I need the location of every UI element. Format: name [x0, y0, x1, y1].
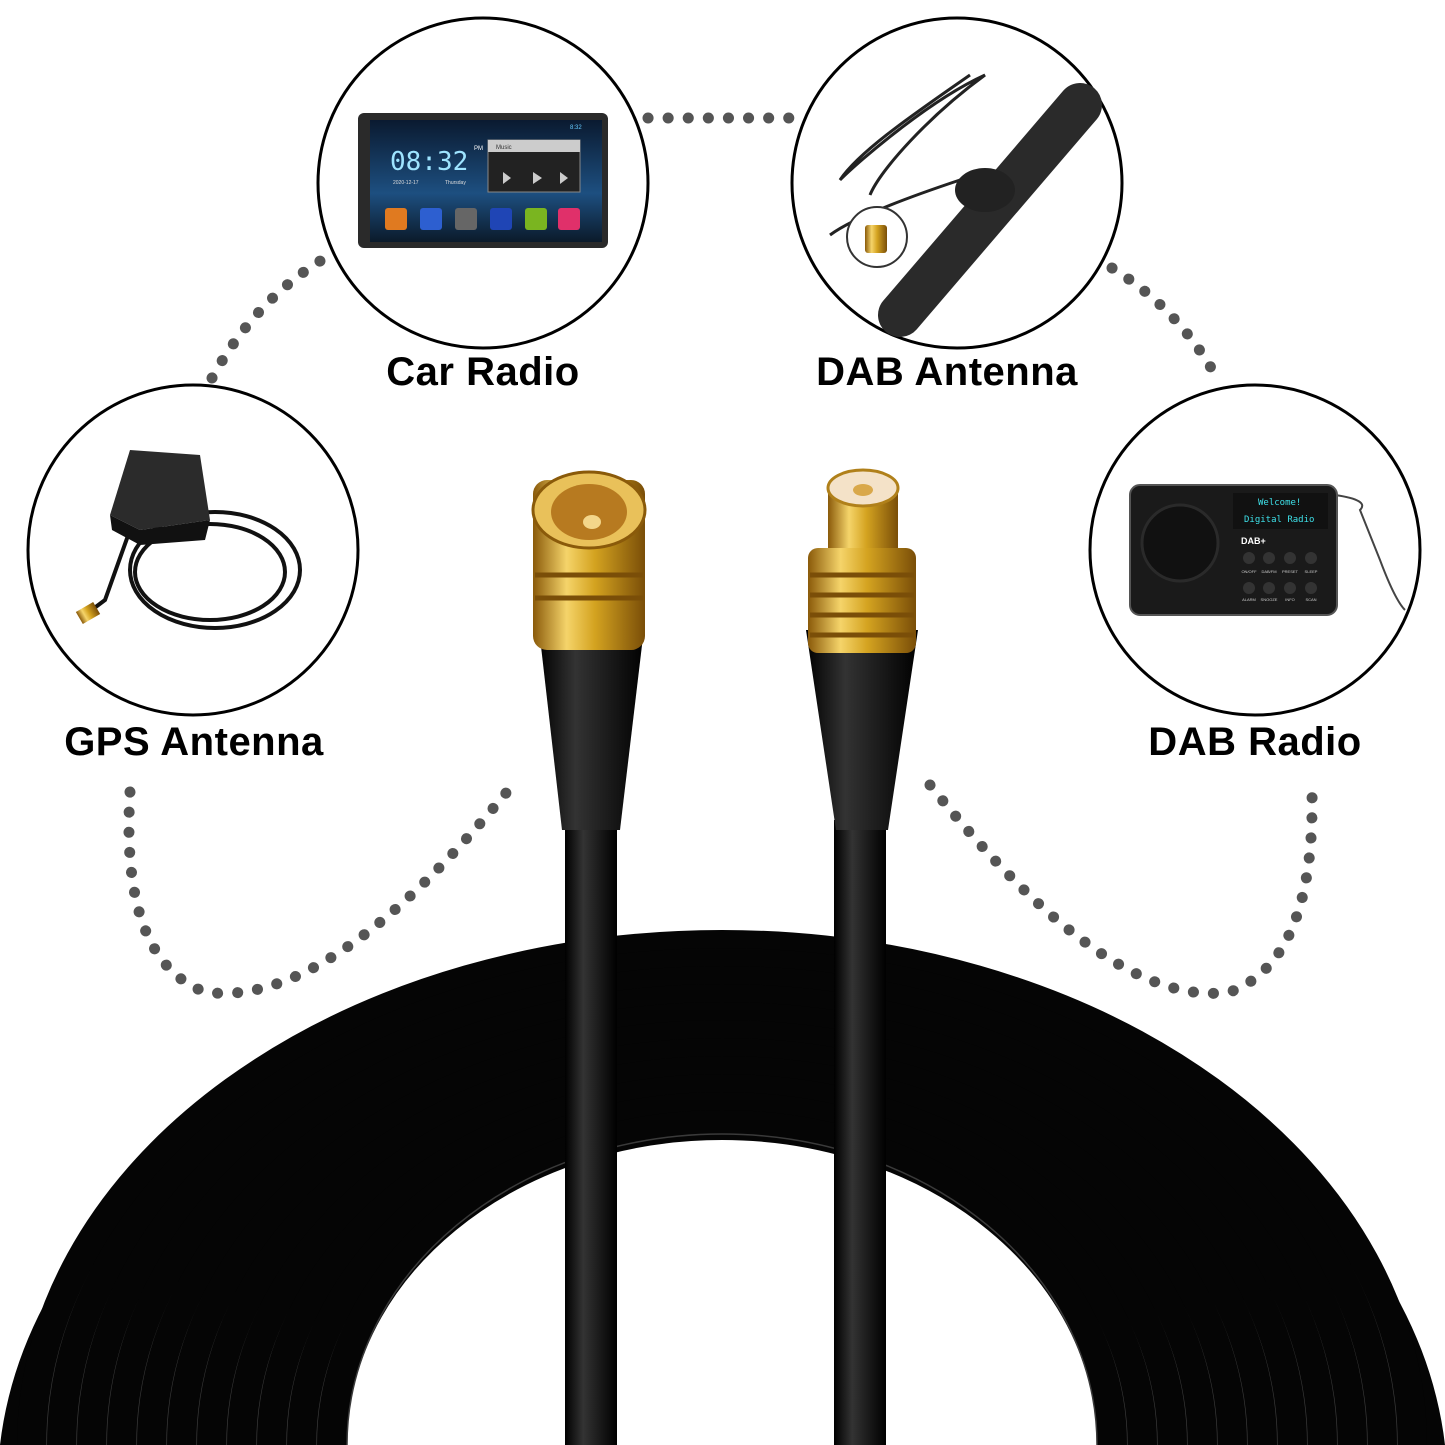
dotted-connectors	[123, 112, 1318, 999]
label-dab-radio: DAB Radio	[1148, 720, 1362, 764]
bluetooth-app-icon	[490, 208, 512, 230]
btn-label: SCAN	[1305, 597, 1316, 602]
gps-antenna-device	[75, 450, 302, 630]
cable-loop	[107, 984, 1337, 1445]
right-cable	[834, 820, 886, 1445]
cable-loop	[197, 1038, 1247, 1445]
smb-female-connector	[531, 470, 647, 830]
cable-loop	[47, 948, 1397, 1445]
cable-loop	[257, 1074, 1187, 1445]
dab-logo: DAB+	[1241, 536, 1266, 546]
cable-loop	[137, 1002, 1307, 1445]
btn-label: DAB/FM	[1261, 569, 1276, 574]
btn-label: ON/OFF	[1241, 569, 1257, 574]
cable-loop	[167, 1020, 1277, 1445]
date: 2020-12-17	[393, 180, 419, 186]
music-app-icon	[558, 208, 580, 230]
gps-antenna-circle	[26, 383, 360, 717]
label-car-radio: Car Radio	[386, 350, 580, 394]
label-gps-antenna: GPS Antenna	[64, 720, 324, 764]
btn-label: SNOOZE	[1261, 597, 1278, 602]
display-line1: Welcome!	[1258, 498, 1301, 508]
car-radio-device: Music 08:32 PM 8:32 2020-12-17 Thursday	[358, 113, 608, 248]
clock: 08:32	[390, 147, 468, 177]
dab-antenna-device	[829, 73, 1102, 337]
btn-label: SLEEP	[1305, 569, 1318, 574]
smb-male-connector	[806, 468, 918, 830]
cable-loop	[17, 930, 1427, 1445]
left-cable	[565, 820, 617, 1445]
cable-loop-edge	[346, 1133, 1098, 1445]
phone-app-icon	[420, 208, 442, 230]
nav-app-icon	[385, 208, 407, 230]
cable-loop	[287, 1092, 1157, 1445]
cable-loop	[317, 1110, 1127, 1445]
display-line2: Digital Radio	[1244, 515, 1314, 525]
cable-loop	[77, 966, 1367, 1445]
cable-loop	[227, 1056, 1217, 1445]
ampm: PM	[474, 146, 483, 152]
day: Thursday	[445, 180, 466, 186]
dab-radio-device: Welcome! Digital Radio DAB+ ON/OFF DAB/F…	[1129, 484, 1406, 616]
status-time: 8:32	[570, 125, 582, 131]
cable-coil	[0, 930, 1445, 1445]
label-dab-antenna: DAB Antenna	[816, 350, 1078, 394]
btn-label: ALARM	[1242, 597, 1256, 602]
apps-icon	[455, 208, 477, 230]
radio-app-icon	[525, 208, 547, 230]
music-label: Music	[496, 145, 512, 151]
btn-label: PRESET	[1282, 569, 1299, 574]
btn-label: INFO	[1285, 597, 1295, 602]
